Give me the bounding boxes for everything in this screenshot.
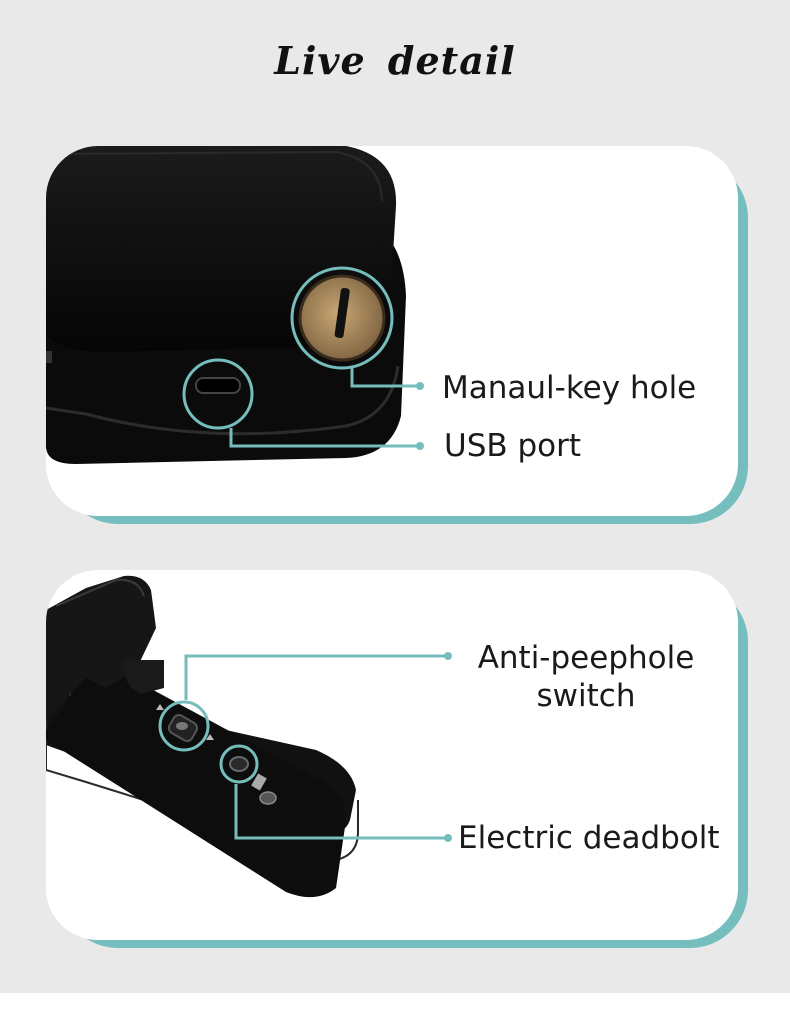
lever-handle <box>46 575 156 720</box>
panel-top: Manaul-key hole USB port <box>46 146 738 516</box>
page-title: Live detail <box>274 38 516 83</box>
slide-switch-icon <box>156 700 214 752</box>
key-hole-icon <box>290 266 394 370</box>
switch-label-line2: switch <box>536 678 636 714</box>
switch-leader-line <box>184 654 448 700</box>
deadbolt-label: Electric deadbolt <box>458 820 720 856</box>
usb-port-leader-line <box>229 428 420 448</box>
key-hole-label: Manaul-key hole <box>442 370 697 406</box>
panel-bottom: Anti-peephole switch Electric deadbolt <box>46 570 738 940</box>
lock-top-illustration <box>46 146 424 464</box>
key-hole-leader-line <box>350 368 420 388</box>
switch-label-line1: Anti-peephole <box>477 640 695 676</box>
usb-port-label: USB port <box>444 428 582 464</box>
lock-inner-illustration <box>46 575 452 898</box>
bottom-strip <box>0 993 790 1012</box>
inner-panel-body <box>46 668 346 898</box>
deadbolt-leader-line <box>234 784 448 840</box>
push-button-icon <box>219 744 277 805</box>
usb-port-icon <box>182 358 254 430</box>
